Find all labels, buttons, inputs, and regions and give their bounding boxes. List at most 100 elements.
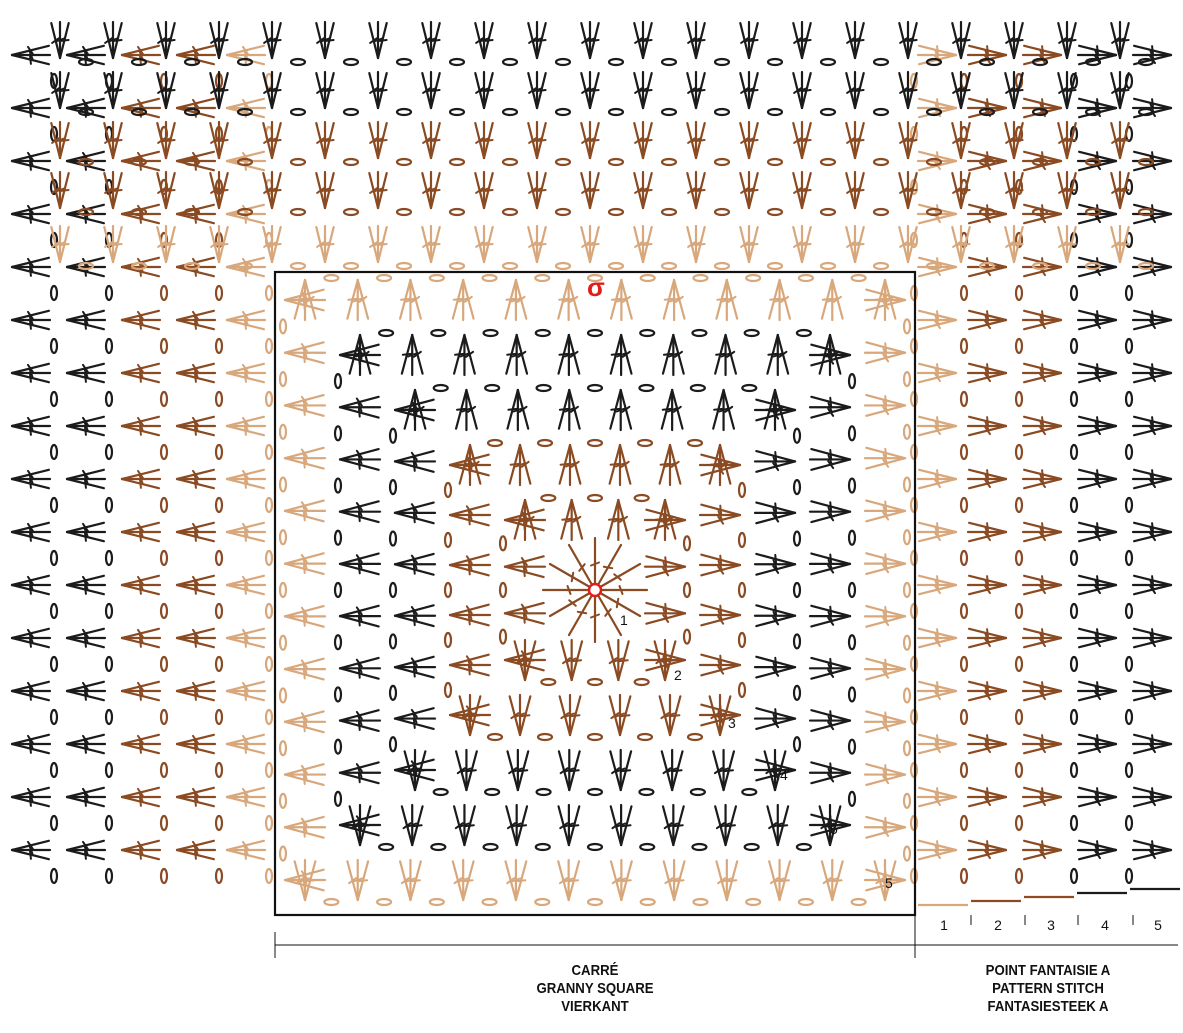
stitch-crossbar — [245, 691, 246, 699]
stitch-crossbar — [469, 716, 470, 725]
double-crochet-fan — [210, 172, 227, 208]
double-crochet-fan — [560, 445, 581, 485]
chain-stitch-oval — [588, 440, 602, 446]
stitch-crossbar — [696, 244, 704, 245]
stitch-crossbar — [140, 638, 141, 646]
chain-stitch-oval — [662, 109, 676, 115]
double-crochet-fan — [506, 335, 527, 375]
chain-stitch-oval — [1071, 445, 1077, 459]
stitch-crossbar — [1014, 190, 1022, 191]
stitch-crossbar — [830, 554, 831, 563]
stitch-crossbar — [524, 521, 525, 530]
stitch-crossbar — [414, 565, 415, 574]
double-crochet-fan — [263, 22, 280, 58]
chain-stitch-oval — [638, 440, 652, 446]
stitch-crossbar — [245, 585, 246, 593]
double-crochet-fan — [316, 172, 333, 208]
chain-stitch-oval — [904, 478, 910, 492]
stitch-crossbar — [30, 373, 31, 381]
double-crochet-fan — [610, 695, 631, 735]
double-crochet-fan — [634, 22, 651, 58]
double-crochet-fan — [715, 805, 736, 845]
stitch-crossbar — [665, 651, 666, 660]
stitch-crossbar — [833, 880, 842, 881]
double-crochet-fan — [177, 470, 215, 488]
stitch-crossbar — [85, 691, 86, 699]
double-crochet-fan — [1005, 226, 1022, 262]
double-crochet-fan — [157, 72, 174, 108]
chain-stitch-oval — [538, 440, 552, 446]
double-crochet-fan — [340, 554, 380, 575]
stitch-crossbar — [937, 629, 938, 637]
chain-stitch-oval — [662, 159, 676, 165]
stitch-crossbar — [30, 426, 31, 434]
double-crochet-fan — [1133, 788, 1171, 806]
chain-stitch-oval — [849, 374, 855, 388]
row-number: 2 — [988, 917, 1008, 933]
stitch-crossbar — [245, 532, 246, 540]
chain-stitch-oval — [216, 286, 222, 300]
chain-stitch-oval — [379, 330, 393, 336]
stitch-crossbar — [768, 354, 777, 355]
double-crochet-fan — [67, 523, 105, 541]
stitch-crossbar — [716, 354, 725, 355]
chain-stitch-oval — [742, 385, 756, 391]
chain-stitch-oval — [445, 683, 451, 697]
stitch-crossbar — [656, 519, 665, 520]
double-crochet-fan — [968, 735, 1006, 753]
stitch-crossbar — [885, 660, 886, 669]
double-crochet-fan — [810, 554, 850, 575]
row-number: 3 — [1041, 917, 1061, 933]
chain-stitch-oval — [794, 583, 800, 597]
stitch-crossbar — [885, 501, 886, 510]
chain-stitch-oval — [904, 319, 910, 333]
chain-stitch-oval — [535, 275, 549, 281]
chain-stitch-oval — [132, 59, 146, 65]
double-crochet-fan — [1023, 682, 1061, 700]
stitch-crossbar — [1152, 364, 1153, 372]
double-crochet-fan — [1111, 172, 1128, 208]
double-crochet-fan — [475, 172, 492, 208]
stitch-crossbar — [620, 586, 623, 594]
stitch-crossbar — [830, 607, 831, 616]
double-crochet-fan — [475, 72, 492, 108]
chain-stitch-oval — [541, 679, 555, 685]
chain-stitch-oval — [397, 263, 411, 269]
stitch-crossbar — [775, 761, 776, 770]
round-number-label: 1 — [620, 612, 628, 628]
double-crochet-fan — [395, 554, 435, 575]
stitch-crossbar — [1097, 470, 1098, 478]
chain-stitch-oval — [1071, 657, 1077, 671]
chain-stitch-oval — [266, 551, 272, 565]
stitch-crossbar — [619, 660, 628, 661]
chain-stitch-oval — [640, 330, 654, 336]
chain-stitch-oval — [488, 734, 502, 740]
chain-stitch-oval — [450, 159, 464, 165]
stitch-crossbar — [30, 479, 31, 487]
double-crochet-fan — [610, 445, 631, 485]
stitch-crossbar — [60, 190, 68, 191]
double-crochet-fan — [1078, 258, 1116, 276]
double-crochet-fan — [67, 682, 105, 700]
chain-stitch-oval — [768, 59, 782, 65]
stitch-crossbar — [1120, 40, 1128, 41]
chain-stitch-oval — [641, 899, 655, 905]
stitch-crossbar — [304, 828, 305, 837]
double-crochet-fan — [561, 640, 582, 680]
stitch-crossbar — [937, 576, 938, 584]
pattern-stitch-caption: POINT FANTAISIE A PATTERN STITCH FANTASI… — [960, 962, 1136, 1016]
chain-stitch-oval — [266, 710, 272, 724]
double-crochet-fan — [506, 860, 527, 900]
double-crochet-fan — [227, 46, 265, 64]
chain-stitch-oval — [849, 635, 855, 649]
double-crochet-fan — [610, 750, 631, 790]
chain-stitch-oval — [106, 710, 112, 724]
chain-stitch-oval — [216, 604, 222, 618]
chain-stitch-oval — [280, 530, 286, 544]
chain-stitch-oval — [588, 844, 602, 850]
stitch-crossbar — [674, 825, 683, 826]
double-crochet-fan — [846, 72, 863, 108]
stitch-crossbar — [987, 735, 988, 743]
double-crochet-fan — [369, 22, 386, 58]
double-crochet-fan — [899, 72, 916, 108]
